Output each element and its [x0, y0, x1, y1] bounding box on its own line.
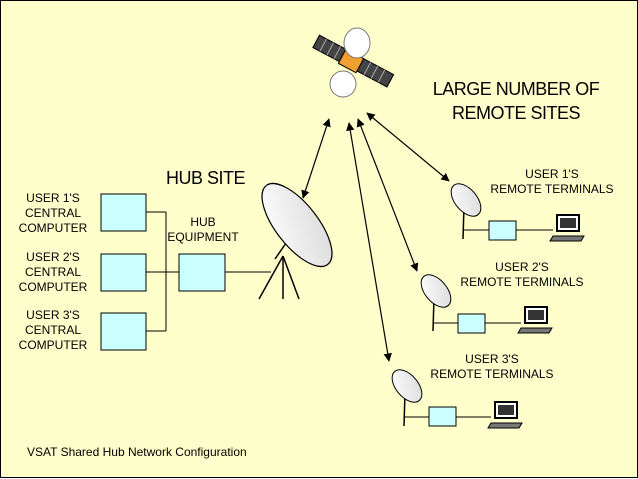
remote-terminals-label-1: USER 1'S REMOTE TERMINALS	[490, 167, 614, 196]
central-computer-2	[100, 253, 147, 292]
remote-dish-icon	[391, 369, 423, 427]
link-remote-3	[346, 122, 392, 362]
central-computer-label-2: USER 2'S CENTRAL COMPUTER	[18, 250, 88, 294]
central-computer-3	[100, 312, 147, 351]
link-hub	[301, 118, 331, 199]
remote-site-3	[391, 369, 523, 429]
laptop-icon	[549, 214, 585, 242]
central-computer-label-1: USER 1'S CENTRAL COMPUTER	[18, 191, 88, 235]
remote-terminal-box	[488, 220, 517, 241]
satellite-links	[301, 112, 450, 362]
remote-dish-icon	[420, 274, 452, 332]
link-remote-2	[356, 118, 419, 272]
hub-dish-icon	[258, 182, 333, 300]
hub-equipment-box	[178, 253, 226, 292]
remote-sites-heading: LARGE NUMBER OF REMOTE SITES	[432, 79, 600, 123]
diagram-caption: VSAT Shared Hub Network Configuration	[27, 445, 247, 459]
hub-wiring	[146, 211, 271, 332]
remote-terminals-label-2: USER 2'S REMOTE TERMINALS	[460, 260, 584, 289]
remote-terminal-box	[457, 313, 486, 334]
hub-equipment-label: HUB EQUIPMENT	[167, 215, 239, 244]
remote-terminal-box	[428, 406, 457, 427]
remote-site-2	[420, 274, 553, 334]
central-computer-1	[100, 193, 147, 232]
central-computer-label-3: USER 3'S CENTRAL COMPUTER	[18, 308, 88, 352]
hub-site-title: HUB SITE	[166, 168, 246, 188]
laptop-icon	[517, 306, 553, 334]
remote-terminals-label-3: USER 3'S REMOTE TERMINALS	[430, 352, 554, 381]
remote-site-1	[450, 183, 585, 242]
laptop-icon	[487, 401, 523, 429]
satellite-icon	[312, 27, 395, 98]
remote-dish-icon	[450, 183, 482, 240]
